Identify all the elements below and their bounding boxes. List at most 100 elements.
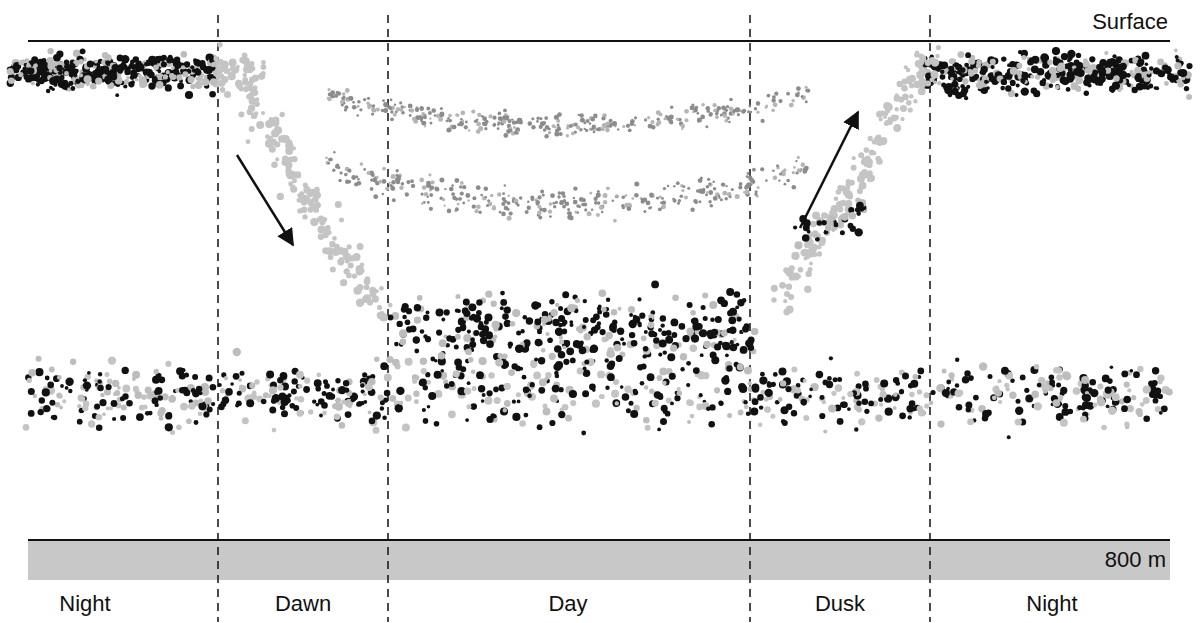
- organism-dot: [1015, 93, 1019, 97]
- organism-dot: [99, 399, 106, 406]
- organism-dot: [48, 48, 54, 54]
- organism-dot: [660, 418, 667, 425]
- organism-dot: [724, 388, 731, 395]
- organism-dot: [368, 410, 372, 414]
- organism-dot: [688, 400, 694, 406]
- organism-dot: [530, 382, 535, 387]
- organism-dot: [476, 299, 482, 305]
- organism-dot: [1043, 389, 1048, 394]
- organism-dot: [864, 409, 869, 414]
- organism-dot: [104, 75, 112, 83]
- organism-dot: [611, 309, 618, 316]
- organism-dot: [220, 388, 225, 393]
- organism-dot: [682, 335, 689, 342]
- organism-dot: [1067, 76, 1074, 83]
- organism-dot: [559, 335, 563, 339]
- seafloor-band: [28, 540, 1170, 580]
- organism-dot: [291, 389, 297, 395]
- organism-dot: [1015, 407, 1023, 415]
- organism-dot: [1110, 365, 1114, 369]
- organism-dot: [267, 394, 272, 399]
- organism-dot: [968, 58, 975, 65]
- organism-dot: [651, 281, 659, 289]
- organism-dot: [1045, 380, 1049, 384]
- organism-dot: [382, 416, 387, 421]
- organism-dot: [691, 335, 699, 343]
- organism-dot: [211, 62, 216, 67]
- organism-dot: [106, 384, 112, 390]
- organism-dot: [26, 68, 32, 74]
- organism-dot: [1186, 94, 1192, 100]
- organism-dot: [369, 418, 376, 425]
- organism-dot: [778, 397, 783, 402]
- organism-dot: [785, 386, 791, 392]
- organism-dot: [233, 348, 241, 356]
- organism-dot: [237, 391, 242, 396]
- organism-dot: [653, 337, 659, 343]
- organism-dot: [1089, 56, 1095, 62]
- organism-dot: [79, 396, 85, 402]
- organism-dot: [549, 353, 556, 360]
- organism-dot: [493, 326, 498, 331]
- organism-dot: [648, 322, 655, 329]
- organism-dot: [441, 318, 445, 322]
- period-dividers: [218, 15, 930, 622]
- organism-dot: [1120, 87, 1124, 91]
- organism-dot: [803, 415, 809, 421]
- organism-dot: [33, 64, 38, 69]
- organism-dot: [841, 402, 848, 409]
- organism-dot: [47, 62, 55, 70]
- organism-dot: [148, 411, 153, 416]
- organism-dot: [693, 367, 700, 374]
- organism-dot: [569, 390, 577, 398]
- organism-dot: [203, 66, 210, 73]
- organism-dot: [488, 372, 494, 378]
- organism-dot: [624, 386, 631, 393]
- organism-dot: [516, 331, 521, 336]
- organism-dot: [135, 392, 142, 399]
- organism-dot: [1121, 371, 1128, 378]
- organism-dot: [45, 376, 50, 381]
- organism-dot: [389, 395, 396, 402]
- organism-dot: [1001, 367, 1009, 375]
- organism-dot: [648, 330, 655, 337]
- organism-dot: [1124, 382, 1130, 388]
- organism-dot: [633, 315, 637, 319]
- organism-dot: [126, 76, 130, 80]
- organism-dot: [1136, 408, 1143, 415]
- organism-dot: [558, 306, 563, 311]
- organism-dot: [1174, 49, 1178, 53]
- organism-dot: [856, 407, 862, 413]
- organism-dot: [186, 418, 192, 424]
- organism-dot: [308, 409, 313, 414]
- organism-dot: [1001, 79, 1007, 85]
- organism-dot: [917, 389, 922, 394]
- organism-dot: [611, 390, 619, 398]
- organism-dot: [97, 379, 102, 384]
- organism-dot: [165, 423, 173, 431]
- organism-dot: [833, 377, 838, 382]
- organism-dot: [554, 371, 559, 376]
- organism-dot: [973, 395, 979, 401]
- organism-dot: [356, 402, 361, 407]
- surface-line: [28, 40, 1170, 42]
- organism-dot: [138, 73, 142, 77]
- organism-dot: [1056, 367, 1063, 374]
- organism-dot: [94, 404, 100, 410]
- organism-dot: [967, 418, 974, 425]
- organism-dot: [1037, 383, 1042, 388]
- organism-dot: [493, 335, 497, 339]
- organism-dot: [583, 367, 587, 371]
- organism-dot: [84, 75, 92, 83]
- organism-dot: [701, 305, 706, 310]
- organism-dot: [541, 316, 549, 324]
- organism-dot: [727, 328, 732, 333]
- organism-dot: [209, 91, 216, 98]
- organism-dot: [249, 61, 254, 66]
- organism-dot: [478, 385, 485, 392]
- organism-dot: [823, 429, 827, 433]
- organism-dot: [479, 357, 487, 365]
- organism-dot: [230, 66, 236, 72]
- organism-dot: [272, 428, 277, 433]
- organism-dot: [751, 328, 758, 335]
